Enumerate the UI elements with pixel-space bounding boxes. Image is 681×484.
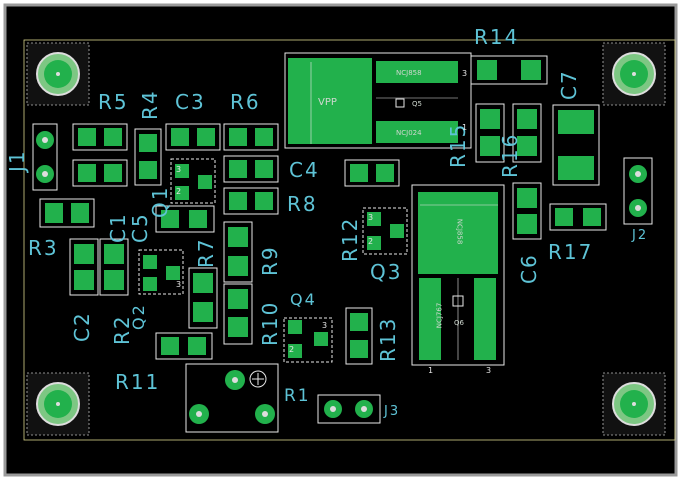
- label-j3: J3: [384, 404, 401, 419]
- label-r9: R9: [258, 245, 282, 276]
- transistor-q4: [283, 317, 333, 363]
- label-r7: R7: [194, 237, 218, 268]
- label-q1: Q1: [148, 185, 172, 218]
- label-r8: R8: [287, 192, 318, 216]
- pin-label-q3-3: 3: [368, 213, 374, 222]
- pad-c3: [165, 123, 221, 151]
- mounting-hole-top-right: [602, 42, 666, 106]
- text-vpp: VPP: [318, 97, 337, 108]
- text-q6-tab: NCJ858: [455, 218, 464, 245]
- connector-j2: [623, 157, 653, 225]
- pin-label-q4-2: 2: [289, 345, 295, 354]
- pin-label-q1-3: 3: [176, 165, 182, 174]
- label-r4: R4: [138, 89, 162, 120]
- label-c6: C6: [517, 253, 541, 284]
- pad-r17: [549, 203, 607, 231]
- text-q6: Q6: [454, 319, 464, 327]
- pad-r15: [475, 103, 505, 163]
- pad-r9: [223, 221, 253, 283]
- pad-c5: [155, 205, 215, 233]
- pin-label-q4-3: 3: [322, 321, 328, 330]
- mounting-hole-top-left: [26, 42, 90, 106]
- label-r17: R17: [548, 240, 594, 264]
- trimmer-r11: [185, 363, 279, 433]
- mosfet-q6: [411, 184, 505, 366]
- label-r6: R6: [230, 90, 261, 114]
- pad-r16: [512, 103, 542, 163]
- label-q2: Q2: [129, 303, 148, 330]
- pad-r5: [72, 123, 128, 151]
- mounting-hole-bottom-right: [602, 372, 666, 436]
- label-q4: Q4: [290, 290, 317, 309]
- label-q3: Q3: [370, 260, 403, 284]
- label-c4: C4: [289, 158, 320, 182]
- pad-r6-b: [223, 155, 279, 183]
- pin-label-q5-3: 3: [462, 69, 468, 78]
- pad-c7: [552, 104, 600, 186]
- pad-r3: [69, 238, 99, 296]
- label-j2: J2: [632, 228, 649, 243]
- connector-j1: [32, 123, 58, 191]
- transistor-q2: [138, 249, 184, 295]
- text-part-top: NCJ858: [396, 69, 422, 77]
- pad-c6: [512, 182, 542, 240]
- pad-r7: [188, 267, 218, 329]
- pin-label-q1-2: 2: [176, 187, 182, 196]
- mounting-hole-bottom-left: [26, 372, 90, 436]
- transistor-q3: [362, 207, 408, 255]
- board-outline: [23, 39, 676, 441]
- pad-r14: [470, 55, 548, 85]
- pin-label-q2-3: 3: [176, 280, 182, 289]
- pad-r8: [223, 187, 279, 215]
- text-q5: Q5: [412, 100, 422, 108]
- pin-label-q6-1: 1: [428, 366, 434, 375]
- label-r3: R3: [28, 236, 59, 260]
- label-c7: C7: [557, 69, 581, 100]
- pad-r4: [134, 128, 162, 186]
- pin-label-q5-1: 1: [462, 123, 468, 132]
- transistor-q1: [170, 158, 216, 204]
- pad-r4-a: [72, 159, 128, 187]
- label-r14: R14: [474, 25, 520, 49]
- label-c1: C1: [106, 212, 130, 243]
- label-c2: C2: [70, 311, 94, 342]
- mosfet-q5: [284, 52, 472, 149]
- pad-r10-b: [223, 283, 253, 345]
- pad-c2: [99, 238, 129, 296]
- label-r11: R11: [115, 370, 161, 394]
- pin-label-q3-2: 2: [368, 237, 374, 246]
- label-c5: C5: [128, 212, 152, 243]
- label-r1: R1: [284, 386, 311, 406]
- pin-label-q6-3: 3: [486, 366, 492, 375]
- text-part-bottom: NCJ024: [396, 129, 422, 137]
- label-r13: R13: [376, 316, 400, 362]
- pad-c4: [344, 159, 400, 187]
- label-r12: R12: [338, 216, 362, 262]
- pad-c1: [39, 198, 95, 228]
- connector-j3: [317, 394, 381, 424]
- label-j1: J1: [5, 149, 29, 172]
- text-q6-left: NCJ767: [435, 302, 444, 329]
- pad-r6: [223, 123, 279, 151]
- label-r16: R16: [498, 132, 522, 178]
- pad-r13: [345, 307, 373, 365]
- pad-r10: [155, 332, 213, 360]
- label-r5: R5: [98, 90, 129, 114]
- label-c3: C3: [175, 90, 206, 114]
- label-r10: R10: [258, 300, 282, 346]
